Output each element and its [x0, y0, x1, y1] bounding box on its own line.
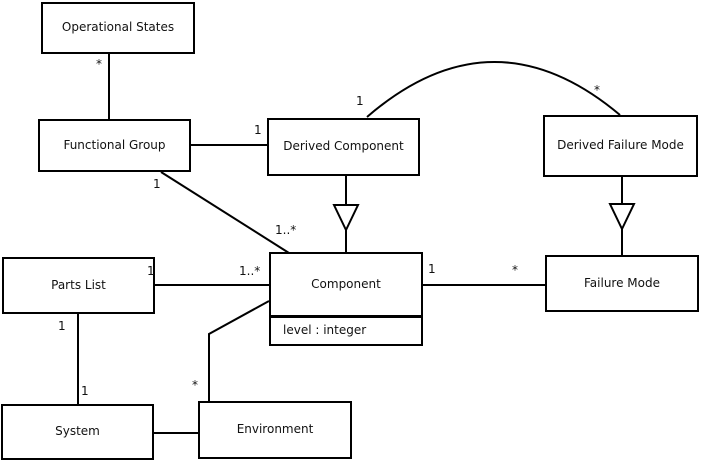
class-box-derived-failure-mode: Derived Failure Mode	[543, 115, 698, 177]
class-name: Component	[311, 276, 381, 291]
multiplicity-label: *	[594, 83, 600, 97]
multiplicity-label: 1	[58, 319, 66, 333]
class-box-component: Component level : integer	[269, 252, 423, 346]
multiplicity-label: 1	[428, 262, 436, 276]
multiplicity-label: 1	[356, 94, 364, 108]
edge-functional-group-component	[160, 171, 290, 254]
class-name: Environment	[236, 422, 314, 437]
multiplicity-label: 1	[153, 177, 161, 191]
class-name: Parts List	[51, 277, 106, 292]
class-name: System	[55, 424, 100, 439]
compartment-divider	[271, 315, 421, 318]
class-box-environment: Environment	[198, 401, 352, 459]
multiplicity-label: *	[192, 378, 198, 392]
class-attribute: level : integer	[283, 323, 367, 338]
multiplicity-label: 1..*	[275, 223, 297, 237]
multiplicity-label: 1	[147, 264, 155, 278]
class-name: Derived Failure Mode	[557, 138, 684, 153]
class-name: Failure Mode	[584, 275, 660, 290]
edge-component-environment	[208, 300, 270, 401]
multiplicity-label: *	[96, 57, 102, 71]
multiplicity-label: *	[512, 263, 518, 277]
generalization-triangle-icon	[332, 204, 360, 233]
class-name: Derived Component	[283, 139, 404, 154]
class-box-derived-component: Derived Component	[267, 118, 420, 176]
class-name: Functional Group	[63, 137, 166, 152]
class-box-system: System	[1, 404, 154, 460]
multiplicity-label: 1..*	[239, 264, 261, 278]
class-box-failure-mode: Failure Mode	[545, 255, 699, 312]
multiplicity-label: 1	[254, 123, 262, 137]
class-box-parts-list: Parts List	[2, 257, 155, 314]
multiplicity-label: 1	[81, 384, 89, 398]
class-box-operational-states: Operational States	[41, 2, 195, 54]
class-box-functional-group: Functional Group	[38, 119, 191, 172]
edge-derived-component-derived-failure-mode-arc	[366, 61, 621, 118]
class-name: Operational States	[61, 20, 175, 35]
generalization-triangle-icon	[608, 203, 636, 232]
